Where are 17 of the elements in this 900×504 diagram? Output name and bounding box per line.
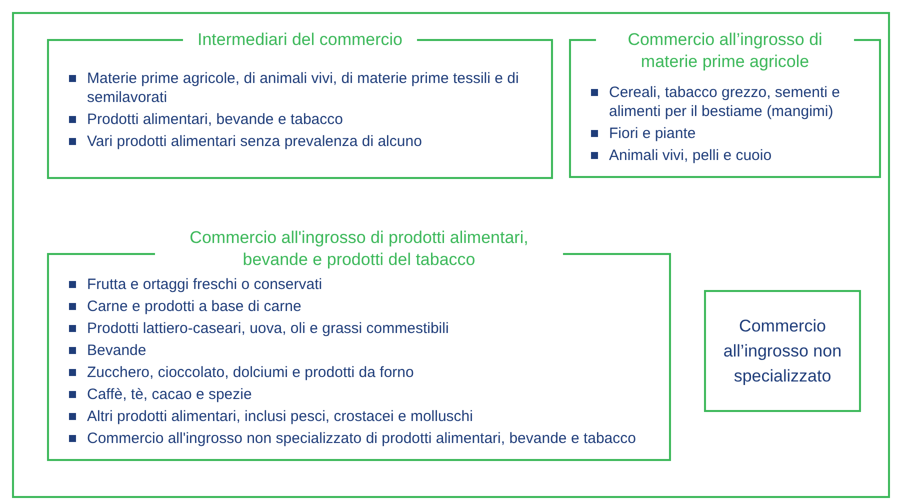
- bullet-item: Frutta e ortaggi freschi o conservati: [67, 275, 659, 294]
- bullet-item: Cereali, tabacco grezzo, sementi e alimenti per il bestiame (mangimi): [589, 83, 869, 121]
- bullet-item: Animali vivi, pelli e cuoio: [589, 146, 869, 165]
- bullet-item: Materie prime agricole, di animali vivi, di materie prime tessili e di semilavorati: [67, 69, 541, 107]
- box-label: Commercio all’ingrosso non specializzato: [722, 316, 843, 388]
- bullet-item: Fiori e piante: [589, 124, 869, 143]
- bullet-item: Zucchero, cioccolato, dolciumi e prodotti da forno: [67, 363, 659, 382]
- bullet-item: Bevande: [67, 341, 659, 360]
- bullet-item: Commercio all'ingrosso non specializzato di prodotti alimentari, bevande e tabacco: [67, 429, 659, 448]
- bullet-item: Prodotti alimentari, bevande e tabacco: [67, 110, 541, 129]
- outer-frame: [12, 12, 890, 498]
- bullet-item: Prodotti lattiero-caseari, uova, oli e grassi commestibili: [67, 319, 659, 338]
- bullet-item: Carne e prodotti a base di carne: [67, 297, 659, 316]
- category-box: [704, 290, 861, 412]
- bullet-item: Altri prodotti alimentari, inclusi pesci, crostacei e molluschi: [67, 407, 659, 426]
- bullet-item: Caffè, tè, cacao e spezie: [67, 385, 659, 404]
- bullet-item: Vari prodotti alimentari senza prevalenza di alcuno: [67, 132, 541, 151]
